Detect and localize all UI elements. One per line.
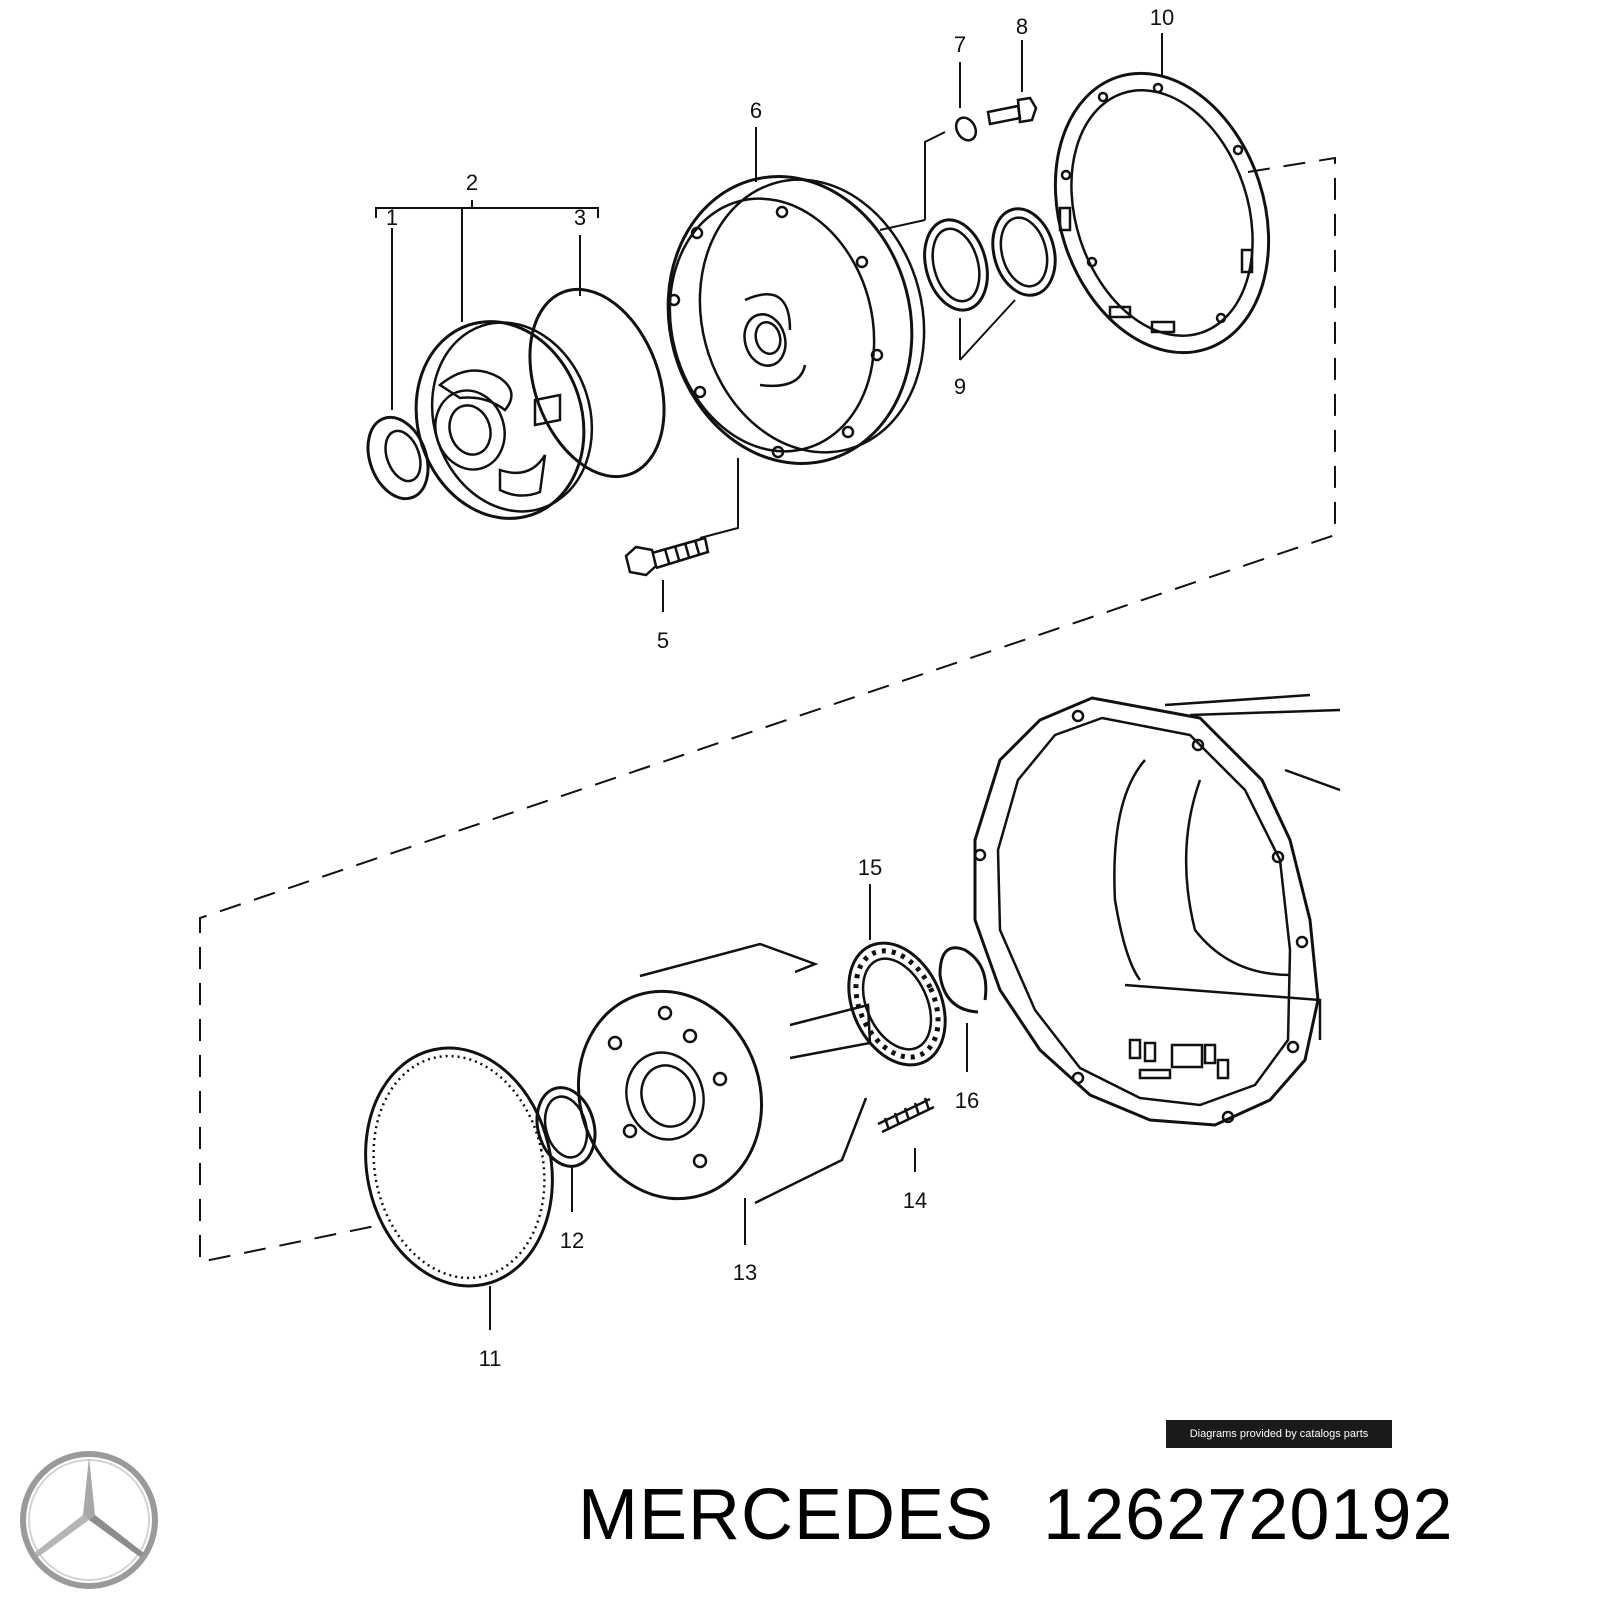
callout-7: 7 bbox=[954, 32, 966, 57]
drum-part-13 bbox=[576, 942, 872, 1205]
o-ring-part-3 bbox=[528, 287, 666, 479]
callout-8: 8 bbox=[1016, 14, 1028, 39]
leader-lines bbox=[375, 33, 1163, 1330]
transmission-housing bbox=[973, 693, 1341, 1127]
callout-10: 10 bbox=[1150, 5, 1174, 30]
callout-labels: 1 2 3 5 6 7 8 9 10 11 12 13 14 15 16 bbox=[386, 5, 1174, 1371]
callout-1: 1 bbox=[386, 205, 398, 230]
callout-2: 2 bbox=[466, 170, 478, 195]
brand-name: MERCEDES bbox=[578, 1475, 995, 1555]
callout-14: 14 bbox=[903, 1188, 927, 1213]
pump-assembly-part-6 bbox=[666, 175, 926, 465]
callout-5: 5 bbox=[657, 628, 669, 653]
callout-6: 6 bbox=[750, 98, 762, 123]
callout-16: 16 bbox=[955, 1088, 979, 1113]
seal-part-12 bbox=[535, 1086, 597, 1168]
bolt-part-5 bbox=[624, 536, 710, 577]
callout-12: 12 bbox=[560, 1228, 584, 1253]
diagram-credit-badge: Diagrams provided by catalogs parts bbox=[1166, 1420, 1392, 1448]
o-ring-part-11 bbox=[364, 1046, 554, 1288]
spring-part-14 bbox=[877, 1097, 935, 1134]
callout-13: 13 bbox=[733, 1260, 757, 1285]
washer-part-7 bbox=[954, 116, 978, 142]
mercedes-star-icon bbox=[20, 1451, 158, 1589]
callout-9: 9 bbox=[954, 374, 966, 399]
screw-part-8 bbox=[986, 96, 1038, 126]
seal-rings-part-9 bbox=[923, 207, 1057, 312]
part-number: 1262720192 bbox=[1043, 1475, 1454, 1555]
snap-ring-part-16 bbox=[938, 946, 988, 1014]
callout-15: 15 bbox=[858, 855, 882, 880]
callout-3: 3 bbox=[574, 205, 586, 230]
thrust-bearing-part-15 bbox=[847, 941, 947, 1067]
pump-housing-part-2 bbox=[414, 320, 594, 520]
callout-11: 11 bbox=[479, 1346, 502, 1371]
gasket-part-10 bbox=[1053, 71, 1271, 355]
assembly-guide-line bbox=[199, 156, 1336, 1264]
brand-part-number-caption: MERCEDES 1262720192 bbox=[578, 1460, 1454, 1570]
